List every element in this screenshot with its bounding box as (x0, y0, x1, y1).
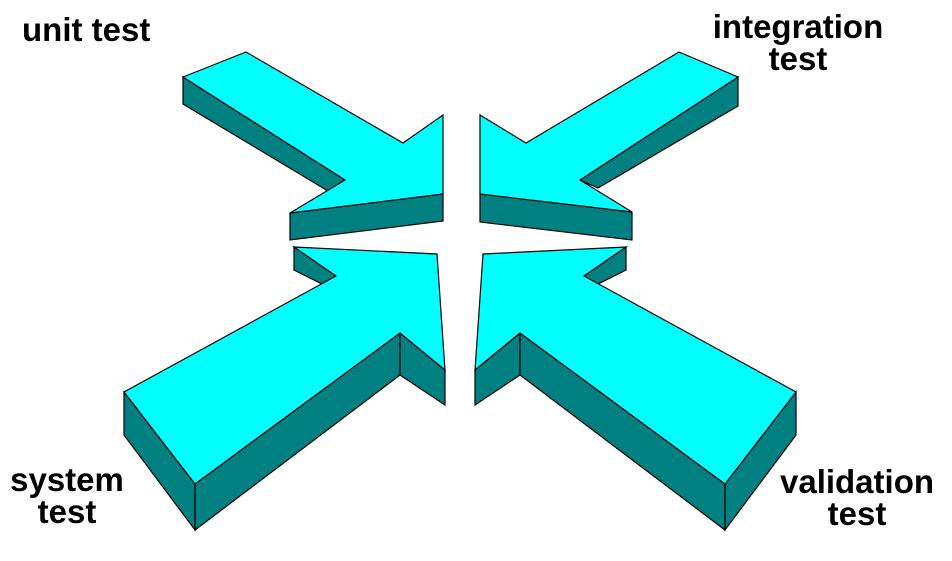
arrow-system-test-face (123, 246, 446, 485)
arrow-system-test (123, 245, 446, 532)
label-validation-test-line-1: validation (779, 463, 935, 500)
label-unit-test: unit test (22, 11, 151, 48)
arrow-validation-test-face (474, 246, 797, 485)
arrow-integration-test (479, 51, 740, 241)
arrow-unit-test-face (181, 51, 444, 214)
label-integration-test-line-2: test (768, 40, 828, 77)
arrow-validation-test (474, 245, 797, 532)
label-validation-test: validation test (767, 463, 947, 532)
arrow-integration-test-face (479, 51, 740, 213)
label-validation-test-line-2: test (827, 495, 887, 532)
label-unit-test-line: unit test (22, 11, 151, 48)
label-system-test: system test (2, 461, 132, 530)
label-system-test-line-2: test (37, 493, 97, 530)
label-integration-test: integration test (700, 8, 896, 77)
label-system-test-line-1: system (10, 461, 124, 498)
arrow-unit-test (181, 51, 444, 241)
label-integration-test-line-1: integration (712, 8, 884, 45)
